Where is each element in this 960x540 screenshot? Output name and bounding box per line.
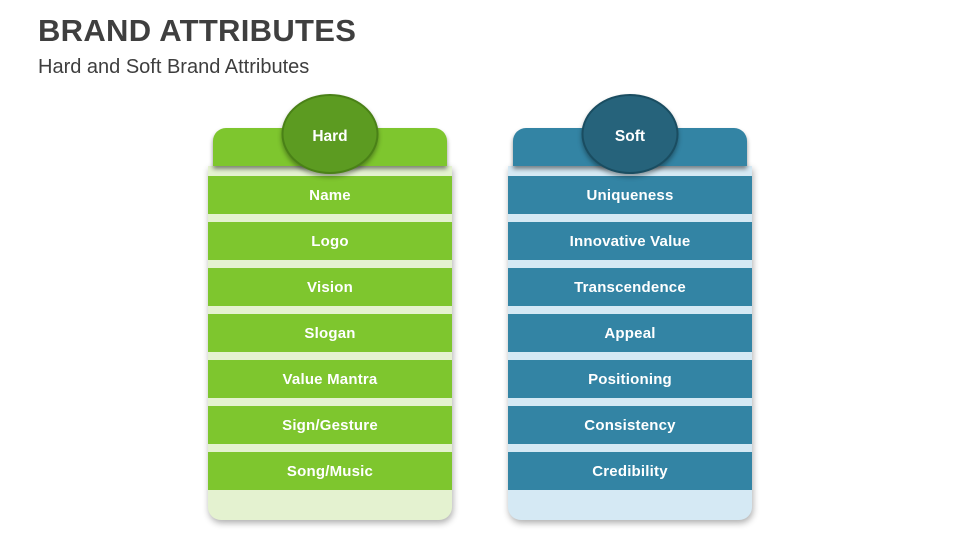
- hard-attribute-row: Song/Music: [208, 452, 452, 490]
- soft-badge-label: Soft: [614, 128, 646, 145]
- soft-attribute-row: Consistency: [508, 406, 752, 444]
- heading-block: BRAND ATTRIBUTES Hard and Soft Brand Att…: [38, 12, 356, 79]
- hard-attribute-row: Value Mantra: [208, 360, 452, 398]
- hard-card-body: Name Logo Vision Slogan Value Mantra Sig…: [208, 166, 452, 520]
- hard-attribute-row: Vision: [208, 268, 452, 306]
- hard-attributes-card: Hard Name Logo Vision Slogan Value Mantr…: [208, 94, 452, 520]
- slide-title: BRAND ATTRIBUTES: [38, 13, 357, 48]
- soft-attribute-row: Transcendence: [508, 268, 752, 306]
- soft-badge: Soft: [581, 94, 679, 174]
- hard-attribute-row: Name: [208, 176, 452, 214]
- soft-attribute-row: Credibility: [508, 452, 752, 490]
- hard-badge: Hard: [281, 94, 379, 174]
- soft-card-body: Uniqueness Innovative Value Transcendenc…: [508, 166, 752, 520]
- hard-badge-label: Hard: [312, 128, 348, 145]
- soft-attributes-card: Soft Uniqueness Innovative Value Transce…: [508, 94, 752, 520]
- soft-attribute-row: Positioning: [508, 360, 752, 398]
- soft-attribute-row: Uniqueness: [508, 176, 752, 214]
- soft-attribute-row: Innovative Value: [508, 222, 752, 260]
- hard-attribute-row: Slogan: [208, 314, 452, 352]
- hard-attribute-row: Logo: [208, 222, 452, 260]
- slide-subtitle: Hard and Soft Brand Attributes: [38, 56, 310, 79]
- soft-attribute-row: Appeal: [508, 314, 752, 352]
- hard-attribute-row: Sign/Gesture: [208, 406, 452, 444]
